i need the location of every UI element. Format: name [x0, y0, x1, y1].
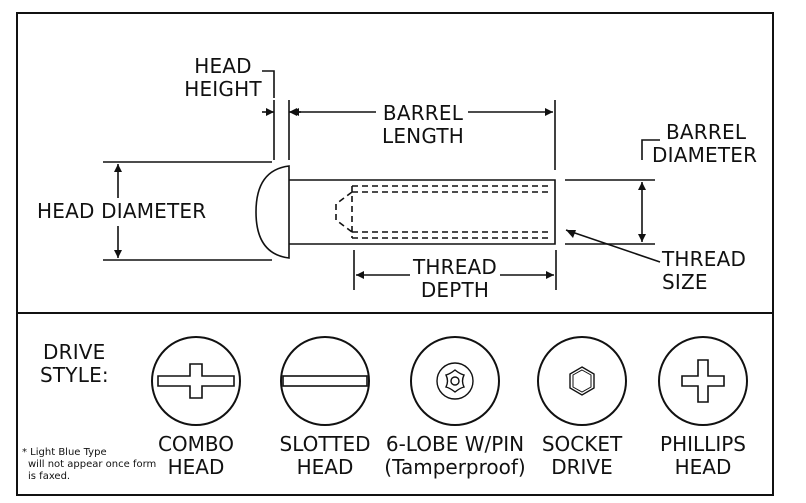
barrel-diameter-label: BARREL DIAMETER [652, 121, 757, 167]
slotted-head-icon [280, 336, 370, 426]
six-lobe-line-2: (Tamperproof) [384, 455, 526, 479]
thread-depth-line-2: DEPTH [420, 278, 490, 302]
phillips-head-line-2: HEAD [674, 455, 732, 479]
arrow-depth-right [546, 271, 554, 279]
thread-size-line-2: SIZE [662, 270, 708, 294]
barrel-length-label: BARREL LENGTH [368, 102, 478, 148]
phillips-head-line-1: PHILLIPS [660, 432, 746, 456]
note-line-3: is faxed. [28, 471, 71, 482]
arrow-headdiam-top [114, 164, 122, 172]
section-divider [16, 312, 774, 314]
screw-head [255, 165, 290, 259]
barrel-diameter-line-1: BARREL [666, 120, 747, 144]
drive-style-line-2: STYLE: [40, 363, 109, 387]
thread-size-line-1: THREAD [662, 247, 747, 271]
head-height-line-1: HEAD [194, 54, 252, 78]
arrow-barrel-right [545, 108, 553, 116]
six-lobe-pin-icon [410, 336, 500, 426]
head-diameter-text: HEAD DIAMETER [37, 199, 207, 223]
head-height-line-2: HEIGHT [184, 77, 262, 101]
note-line-2: will not appear once form [28, 459, 157, 470]
arrow-barrel-left [291, 108, 299, 116]
note-line-1: * Light Blue Type [22, 447, 107, 458]
arrow-diam-top [638, 182, 646, 190]
arrow-diam-bottom [638, 234, 646, 242]
combo-head-line-1: COMBO [157, 432, 235, 456]
drive-style-line-1: DRIVE [43, 340, 106, 364]
fax-note: * Light Blue Type will not appear once f… [22, 447, 156, 483]
arrow-thread-size [566, 230, 576, 238]
screw-barrel [289, 179, 556, 245]
thread-size-label: THREAD SIZE [662, 248, 746, 294]
arrow-headdiam-bottom [114, 250, 122, 258]
arrow-head-height-left [266, 108, 274, 116]
socket-drive-line-1: SOCKET [541, 432, 623, 456]
drive-style-label: DRIVE STYLE: [40, 341, 109, 387]
diagram-frame [16, 12, 774, 496]
barrel-length-line-1: BARREL [382, 101, 464, 125]
phillips-head-name: PHILLIPS HEAD [648, 433, 758, 479]
barrel-length-line-2: LENGTH [382, 124, 464, 148]
socket-drive-name: SOCKET DRIVE [532, 433, 632, 479]
phillips-head-icon [658, 336, 748, 426]
slotted-head-line-1: SLOTTED [279, 432, 371, 456]
combo-head-icon [151, 336, 241, 426]
thread-depth-line-1: THREAD [412, 255, 498, 279]
screw-thread [335, 185, 552, 239]
six-lobe-pin-name: 6-LOBE W/PIN (Tamperproof) [375, 433, 535, 479]
slotted-head-line-2: HEAD [296, 455, 354, 479]
slotted-head-name: SLOTTED HEAD [265, 433, 385, 479]
barrel-diameter-line-2: DIAMETER [652, 143, 758, 167]
arrow-depth-left [356, 271, 364, 279]
socket-drive-icon [537, 336, 627, 426]
head-diameter-label: HEAD DIAMETER [37, 200, 206, 223]
socket-drive-line-2: DRIVE [551, 455, 613, 479]
thread-depth-label: THREAD DEPTH [400, 256, 510, 302]
combo-head-line-2: HEAD [167, 455, 225, 479]
combo-head-name: COMBO HEAD [146, 433, 246, 479]
head-height-label: HEAD HEIGHT [183, 55, 263, 101]
six-lobe-line-1: 6-LOBE W/PIN [385, 432, 525, 456]
